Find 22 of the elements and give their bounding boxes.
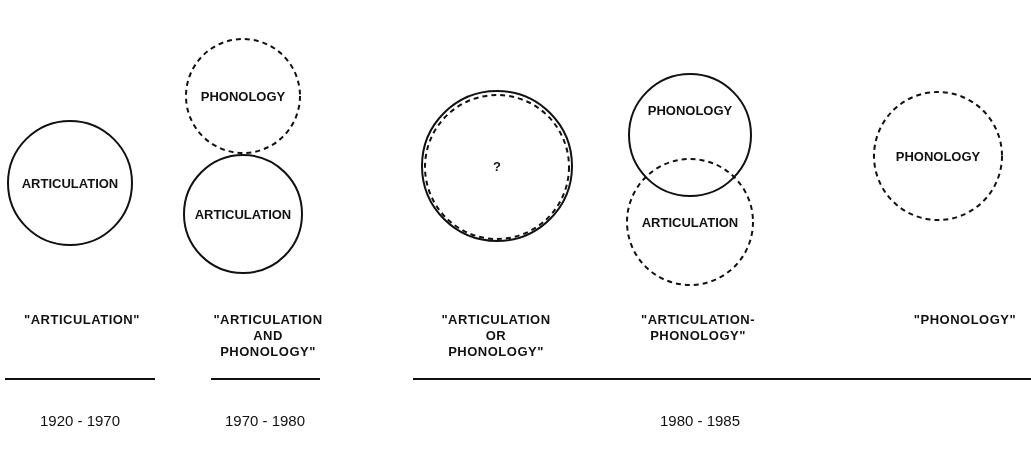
period-caption: "ARTICULATION- PHONOLOGY" bbox=[640, 312, 756, 344]
year-range: 1980 - 1985 bbox=[659, 412, 741, 429]
circle-node bbox=[626, 158, 754, 286]
period-caption: "ARTICULATION OR PHONOLOGY" bbox=[440, 312, 552, 360]
circle-node bbox=[7, 120, 133, 246]
circle-node bbox=[628, 73, 752, 197]
circle-label: PHONOLOGY bbox=[646, 102, 734, 118]
period-caption: "ARTICULATION AND PHONOLOGY" bbox=[212, 312, 324, 360]
circle-label: ARTICULATION bbox=[20, 175, 120, 191]
circle-label: PHONOLOGY bbox=[894, 148, 982, 164]
circle-label: ? bbox=[492, 158, 502, 174]
circle-node bbox=[421, 90, 573, 242]
circle-label: ARTICULATION bbox=[193, 206, 293, 222]
period-caption: "PHONOLOGY" bbox=[912, 312, 1018, 328]
circle-label: PHONOLOGY bbox=[199, 88, 287, 104]
year-range: 1920 - 1970 bbox=[39, 412, 121, 429]
circle-label: ARTICULATION bbox=[640, 214, 740, 230]
circle-node bbox=[183, 154, 303, 274]
circle-node bbox=[873, 91, 1003, 221]
year-range: 1970 - 1980 bbox=[224, 412, 306, 429]
circle-node bbox=[185, 38, 301, 154]
period-caption: "ARTICULATION" bbox=[23, 312, 141, 328]
